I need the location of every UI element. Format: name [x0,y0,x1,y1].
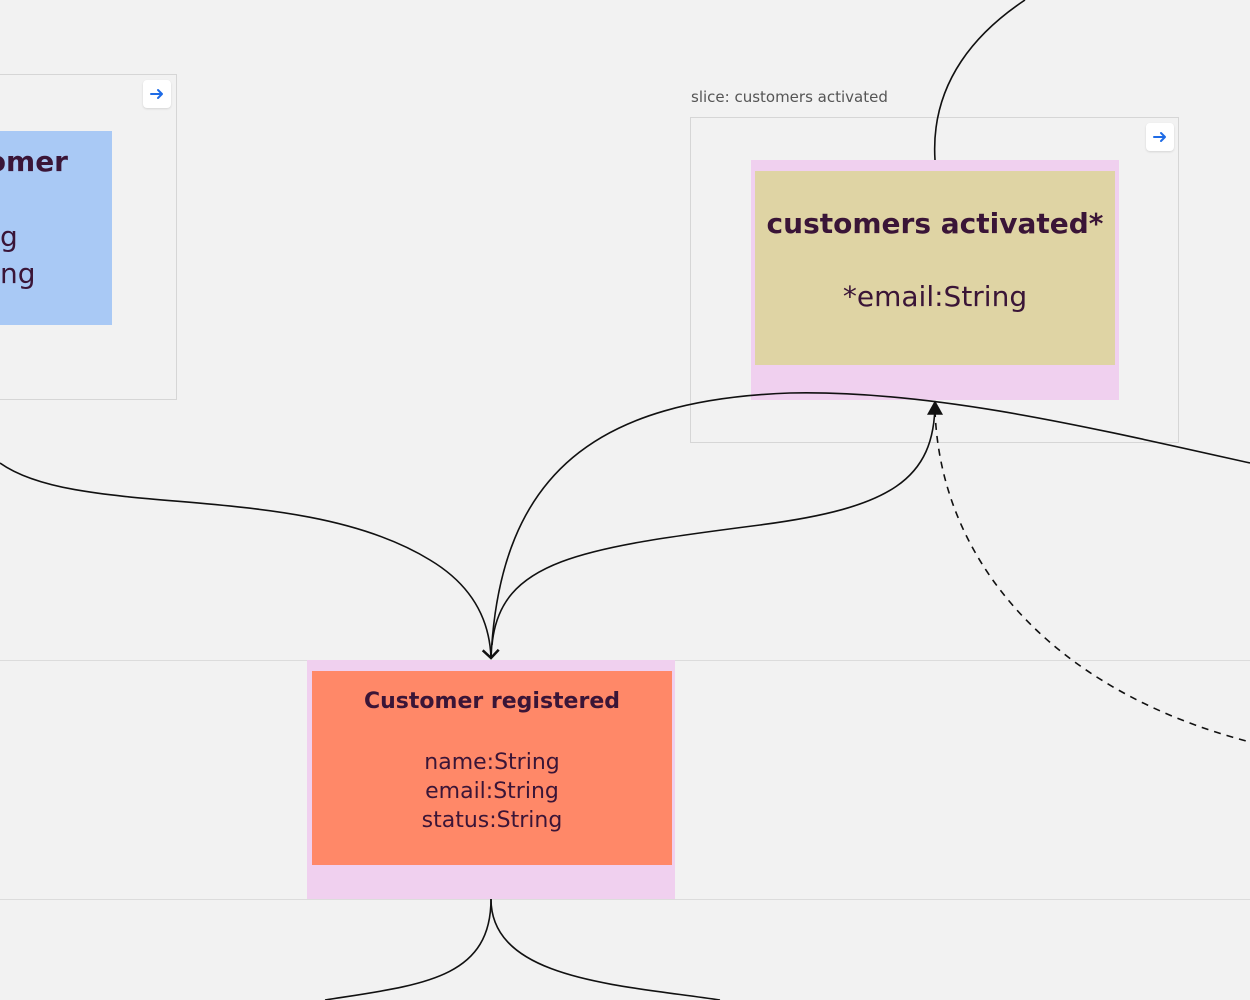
event-sticky[interactable]: Customer registered name:String email:St… [312,671,672,865]
event-sticky-field: name:String [424,750,560,775]
swimlane-divider [0,899,1250,900]
slice-frame-title[interactable]: slice: customers activated [691,88,888,106]
command-sticky-title: omer [0,145,68,178]
command-sticky-field: g [0,220,18,253]
left-frame[interactable] [0,74,177,400]
connector[interactable] [933,0,1026,161]
arrow-right-icon [1153,132,1166,142]
connector[interactable] [490,392,1250,659]
event-sticky-field: email:String [425,779,559,804]
left-frame-open-button[interactable] [143,80,171,108]
connector[interactable] [491,400,943,646]
read-model-sticky-field: *email:String [842,280,1028,313]
event-sticky-field: status:String [421,808,563,833]
slice-frame[interactable] [690,117,1179,443]
command-sticky-field: ng [0,257,36,290]
read-model-sticky-title: customers activated* [766,207,1104,240]
read-model-sticky[interactable]: customers activated* *email:String [755,171,1115,365]
event-sticky-title: Customer registered [364,689,620,714]
connector[interactable] [0,462,500,660]
connector[interactable] [324,898,492,1000]
dashed-connector[interactable] [934,409,1250,743]
command-sticky[interactable]: omer g ng [0,131,112,325]
arrow-right-icon [150,89,163,99]
connector[interactable] [490,898,721,1000]
slice-frame-open-button[interactable] [1146,123,1174,151]
